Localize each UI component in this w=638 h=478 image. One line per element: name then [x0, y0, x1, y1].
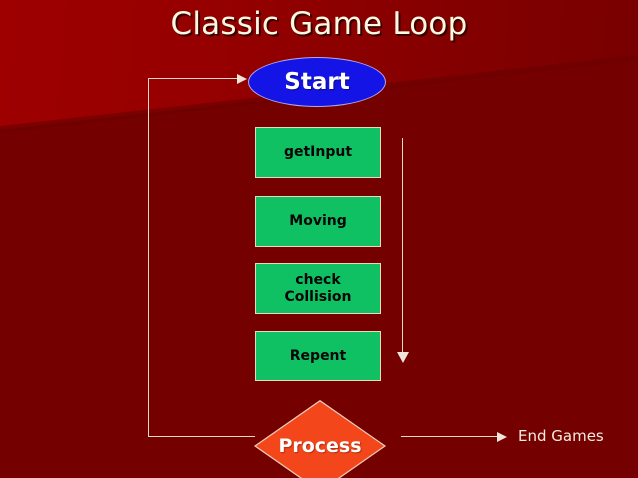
node-repent[interactable]: Repent [255, 331, 381, 381]
slide-title: Classic Game Loop [170, 6, 468, 42]
exit-arrowhead-icon [497, 432, 507, 442]
flow-down-line [402, 138, 403, 353]
node-process-label: Process [278, 435, 362, 457]
loop-back-top-segment [148, 78, 244, 79]
node-start[interactable]: Start [248, 57, 386, 107]
node-process-decision[interactable]: Process [254, 400, 386, 478]
node-moving[interactable]: Moving [255, 196, 381, 247]
node-get-input[interactable]: getInput [255, 127, 381, 178]
loop-back-arrowhead-icon [237, 74, 247, 84]
node-start-label: Start [284, 69, 350, 95]
node-end-games-label: End Games [518, 427, 604, 445]
node-repent-label: Repent [289, 347, 347, 364]
loop-back-bottom-segment [148, 436, 255, 437]
node-get-input-label: getInput [283, 144, 353, 161]
node-moving-label: Moving [289, 213, 347, 230]
exit-line [401, 436, 499, 437]
loop-back-left-segment [148, 78, 149, 436]
flow-down-arrowhead-icon [397, 352, 409, 363]
